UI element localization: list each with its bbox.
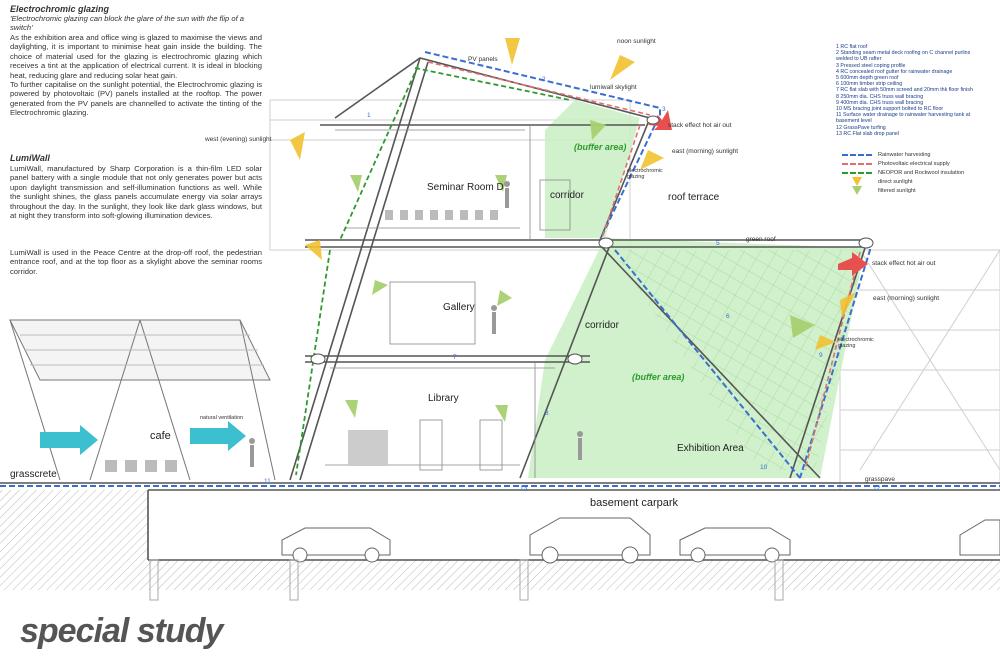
legend-item: 1 RC flat roof bbox=[836, 44, 868, 50]
natural-ventilation-label: natural ventilation bbox=[200, 415, 244, 421]
number-3: 3 bbox=[662, 106, 666, 113]
lumiwall-heading: LumiWall bbox=[10, 153, 50, 163]
legend-insulation: NEOPOR and Rockwool insulation bbox=[842, 168, 997, 177]
legend-item: 6 100mm timber strip ceiling bbox=[836, 81, 903, 88]
library-shelves bbox=[348, 430, 388, 466]
pv-swatch bbox=[842, 162, 872, 165]
interior-details bbox=[325, 125, 571, 478]
buffer-area-exhibition-label: (buffer area) bbox=[632, 372, 685, 382]
number-2: 2 bbox=[542, 76, 546, 83]
stack-effect-right-label: stack effect hot air out bbox=[872, 260, 936, 267]
legend-item: 12 GrassPave turfing bbox=[836, 124, 886, 131]
filtered-sunlight-icon bbox=[852, 186, 862, 195]
legend-pv-label: Photovoltaic electrical supply bbox=[878, 160, 950, 167]
page-title: special study bbox=[20, 612, 223, 650]
east-sunlight-right-label: east (morning) sunlight bbox=[873, 295, 940, 302]
legend-item: 7 RC flat slab with 50mm screed and 20mm… bbox=[836, 87, 973, 94]
legend-item: 10 MS bracing joint support bolted to RC… bbox=[836, 106, 944, 113]
legend-direct-sunlight-label: direct sunlight bbox=[878, 178, 913, 185]
number-1: 1 bbox=[367, 112, 371, 119]
electrochromic-quote: 'Electrochromic glazing can block the gl… bbox=[10, 14, 245, 33]
lumiwall-paragraph-2: LumiWall is used in the Peace Centre at … bbox=[10, 248, 262, 276]
west-sunlight-label: west (evening) sunlight bbox=[205, 136, 272, 143]
legend-item: 3 Pressed steel coping profile bbox=[836, 62, 906, 69]
legend-item: 11 Surface water drainage to rainwater h… bbox=[836, 112, 971, 119]
east-sunlight-top-label: east (morning) sunlight bbox=[672, 148, 739, 155]
glazing-grid bbox=[612, 250, 865, 470]
legend-item: basement level bbox=[836, 118, 872, 125]
cafe-canopy bbox=[9, 319, 276, 481]
gallery-label: Gallery bbox=[443, 302, 475, 313]
seminar-seating bbox=[385, 210, 498, 220]
electrochromic-heading: Electrochromic glazing bbox=[10, 4, 110, 14]
pv-panels-label: PV panels bbox=[468, 56, 498, 63]
number-5: 5 bbox=[716, 240, 720, 247]
exhibition-area-label: Exhibition Area bbox=[677, 443, 744, 454]
people-figures bbox=[249, 181, 583, 467]
lumiwall-paragraph-1: LumiWall, manufactured by Sharp Corporat… bbox=[10, 164, 262, 221]
basement-carpark-label: basement carpark bbox=[590, 497, 679, 509]
insulation-swatch bbox=[842, 171, 872, 174]
foundation-piles bbox=[149, 559, 784, 601]
direct-sunlight-arrows bbox=[290, 38, 856, 350]
buffer-area-top bbox=[545, 100, 640, 238]
noon-sunlight-label: noon sunlight bbox=[617, 38, 656, 45]
roof-terrace-label: roof terrace bbox=[668, 192, 720, 203]
cafe-label: cafe bbox=[150, 430, 171, 442]
number-11: 11 bbox=[264, 478, 271, 485]
number-8: 8 bbox=[545, 410, 549, 417]
number-7: 7 bbox=[453, 354, 457, 361]
legend-filtered-sunlight-label: filtered sunlight bbox=[878, 187, 916, 194]
legend-item: welded to UB rafter bbox=[836, 56, 882, 63]
legend-pv: Photovoltaic electrical supply bbox=[842, 159, 997, 168]
legend-filtered-sunlight: filtered sunlight bbox=[842, 186, 997, 195]
lumiwall-skylight-label: lumiwall skylight bbox=[590, 84, 637, 91]
stack-effect-arrows bbox=[648, 110, 868, 276]
electrochromic-paragraph-2: To further capitalise on the sunlight po… bbox=[10, 80, 262, 118]
corridor-top-label: corridor bbox=[550, 190, 584, 201]
electrochromic-top-label: electrochromic glazing bbox=[627, 168, 663, 180]
natural-ventilation-arrows bbox=[40, 421, 246, 455]
number-12: 12 bbox=[873, 485, 881, 492]
electrochromic-right-label: electrochromic glazing bbox=[838, 337, 874, 349]
corridor-mid-label: corridor bbox=[585, 320, 619, 331]
number-10: 10 bbox=[760, 464, 768, 471]
number-6: 6 bbox=[726, 313, 730, 320]
stack-effect-top-label: stack effect hot air out bbox=[668, 122, 732, 129]
legend-lines: Rainwater harvesting Photovoltaic electr… bbox=[842, 150, 997, 195]
seminar-room-label: Seminar Room D bbox=[427, 182, 504, 193]
legend-item: 2 Standing seam metal deck roofing on C … bbox=[836, 50, 971, 57]
grasspave-label: grasspave bbox=[865, 476, 895, 483]
legend-item: 5 600mm depth green roof bbox=[836, 75, 899, 82]
grasscrete-label: grasscrete bbox=[10, 469, 57, 480]
legend-insulation-label: NEOPOR and Rockwool insulation bbox=[878, 169, 965, 176]
electrochromic-paragraph-1: As the exhibition area and office wing i… bbox=[10, 33, 262, 80]
legend-rainwater-label: Rainwater harvesting bbox=[878, 151, 931, 158]
buffer-area-top-label: (buffer area) bbox=[574, 142, 627, 152]
cafe-seating bbox=[105, 460, 177, 472]
insulation-line bbox=[295, 65, 571, 476]
filtered-sunlight-arrows bbox=[345, 120, 815, 422]
number-13: 13 bbox=[520, 485, 528, 492]
number-9: 9 bbox=[819, 352, 823, 359]
legend-item: 8 250mm dia. CHS truss wall bracing bbox=[836, 93, 924, 100]
legend-rainwater: Rainwater harvesting bbox=[842, 150, 997, 159]
rainwater-swatch bbox=[842, 153, 872, 156]
direct-sunlight-icon bbox=[852, 177, 862, 186]
legend-item: 9 400mm dia. CHS truss wall bracing bbox=[836, 99, 924, 106]
legend-numbered-list: 1 RC flat roof 2 Standing seam metal dec… bbox=[836, 44, 996, 137]
legend-item: 4 RC concealed roof gutter for rainwater… bbox=[836, 68, 953, 75]
legend-item: 13 RC Flat slab drop panel bbox=[836, 130, 900, 137]
library-label: Library bbox=[428, 393, 459, 404]
basement-cars bbox=[281, 517, 1000, 564]
green-roof-label: green roof bbox=[746, 236, 776, 243]
slab-nodes bbox=[310, 115, 874, 365]
pv-supply-line bbox=[427, 61, 861, 471]
legend-direct-sunlight: direct sunlight bbox=[842, 177, 997, 186]
